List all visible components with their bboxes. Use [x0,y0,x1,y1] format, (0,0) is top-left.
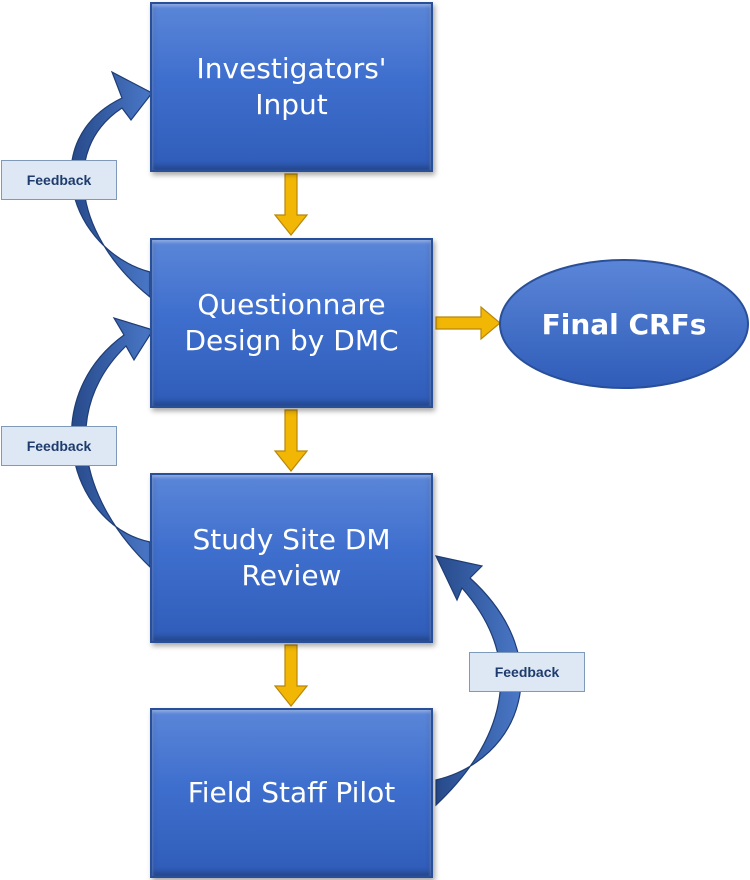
connector-arrow-to-final-crfs [435,305,501,341]
final-crfs-ellipse [499,259,749,389]
investigators-input-box: Investigators' Input [150,2,433,172]
feedback-label-1: Feedback [1,160,117,200]
final-crfs-label: Final CRFs [541,307,707,341]
connector-arrow-3-to-4 [273,644,309,707]
study-site-review-box: Study Site DM Review [150,473,433,643]
connector-arrow-2-to-3 [273,409,309,472]
connector-arrow-1-to-2 [273,173,309,236]
feedback-label-3: Feedback [469,652,585,692]
field-staff-pilot-box: Field Staff Pilot [150,708,433,878]
feedback-label-2: Feedback [1,426,117,466]
feedback-arrow-3 [434,555,522,807]
questionnaire-design-box: Questionnare Design by DMC [150,238,433,408]
